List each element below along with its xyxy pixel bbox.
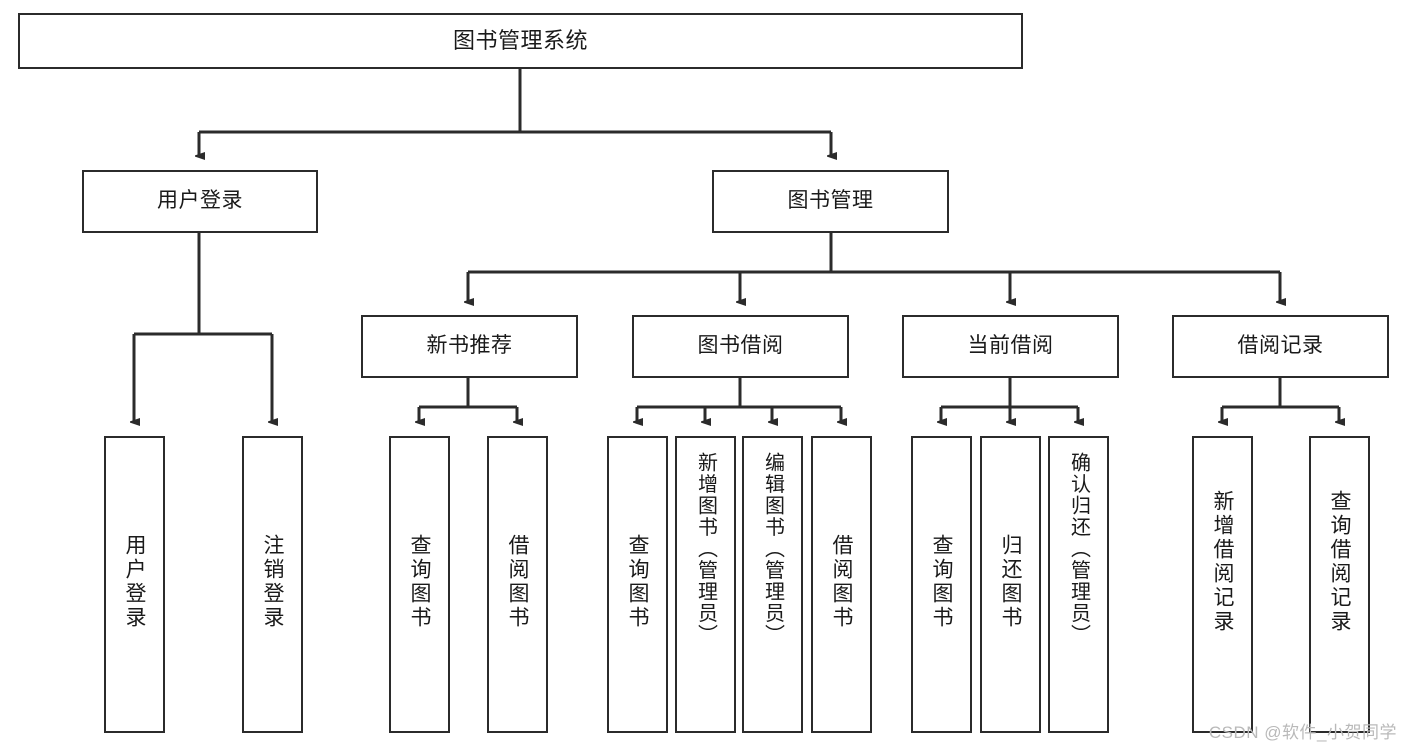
node-label: 新增借阅记录 — [1211, 490, 1234, 634]
node-label: 编辑图书（管理员） — [761, 452, 784, 646]
node-label: 图书管理系统 — [452, 28, 588, 54]
watermark-text: CSDN @软件_小贺同学 — [1208, 723, 1397, 742]
node-current-borrow[interactable]: 当前借阅 — [902, 315, 1119, 378]
leaf-borrow-book-recommend[interactable]: 借阅图书 — [487, 436, 548, 733]
node-root-book-management-system[interactable]: 图书管理系统 — [18, 13, 1023, 69]
node-user-login[interactable]: 用户登录 — [82, 170, 318, 233]
node-new-book-recommend[interactable]: 新书推荐 — [361, 315, 578, 378]
leaf-add-borrow-record[interactable]: 新增借阅记录 — [1192, 436, 1253, 733]
node-label: 用户登录 — [123, 534, 146, 630]
node-label: 注销登录 — [261, 534, 284, 630]
node-label: 查询图书 — [930, 534, 953, 630]
node-label: 借阅记录 — [1237, 334, 1324, 358]
leaf-confirm-return-admin[interactable]: 确认归还（管理员） — [1048, 436, 1109, 733]
node-borrow-record[interactable]: 借阅记录 — [1172, 315, 1389, 378]
node-label: 图书借阅 — [697, 334, 784, 358]
leaf-query-book-recommend[interactable]: 查询图书 — [389, 436, 450, 733]
node-label: 新书推荐 — [426, 334, 513, 358]
leaf-add-book-admin[interactable]: 新增图书（管理员） — [675, 436, 736, 733]
node-label: 查询图书 — [408, 534, 431, 630]
node-book-borrow[interactable]: 图书借阅 — [632, 315, 849, 378]
node-label: 图书管理 — [787, 189, 874, 213]
node-label: 确认归还（管理员） — [1067, 452, 1090, 646]
node-label: 当前借阅 — [967, 334, 1054, 358]
leaf-borrow-book[interactable]: 借阅图书 — [811, 436, 872, 733]
node-label: 归还图书 — [999, 534, 1022, 630]
leaf-edit-book-admin[interactable]: 编辑图书（管理员） — [742, 436, 803, 733]
leaf-user-login[interactable]: 用户登录 — [104, 436, 165, 733]
node-label: 借阅图书 — [830, 534, 853, 630]
leaf-return-book[interactable]: 归还图书 — [980, 436, 1041, 733]
leaf-query-borrow-record[interactable]: 查询借阅记录 — [1309, 436, 1370, 733]
leaf-query-book-borrow[interactable]: 查询图书 — [607, 436, 668, 733]
leaf-logout[interactable]: 注销登录 — [242, 436, 303, 733]
node-label: 查询借阅记录 — [1328, 490, 1351, 634]
node-label: 用户登录 — [157, 189, 243, 213]
node-book-management[interactable]: 图书管理 — [712, 170, 949, 233]
node-label: 借阅图书 — [506, 534, 529, 630]
node-label: 新增图书（管理员） — [694, 452, 717, 646]
node-label: 查询图书 — [626, 534, 649, 630]
leaf-query-book-current[interactable]: 查询图书 — [911, 436, 972, 733]
